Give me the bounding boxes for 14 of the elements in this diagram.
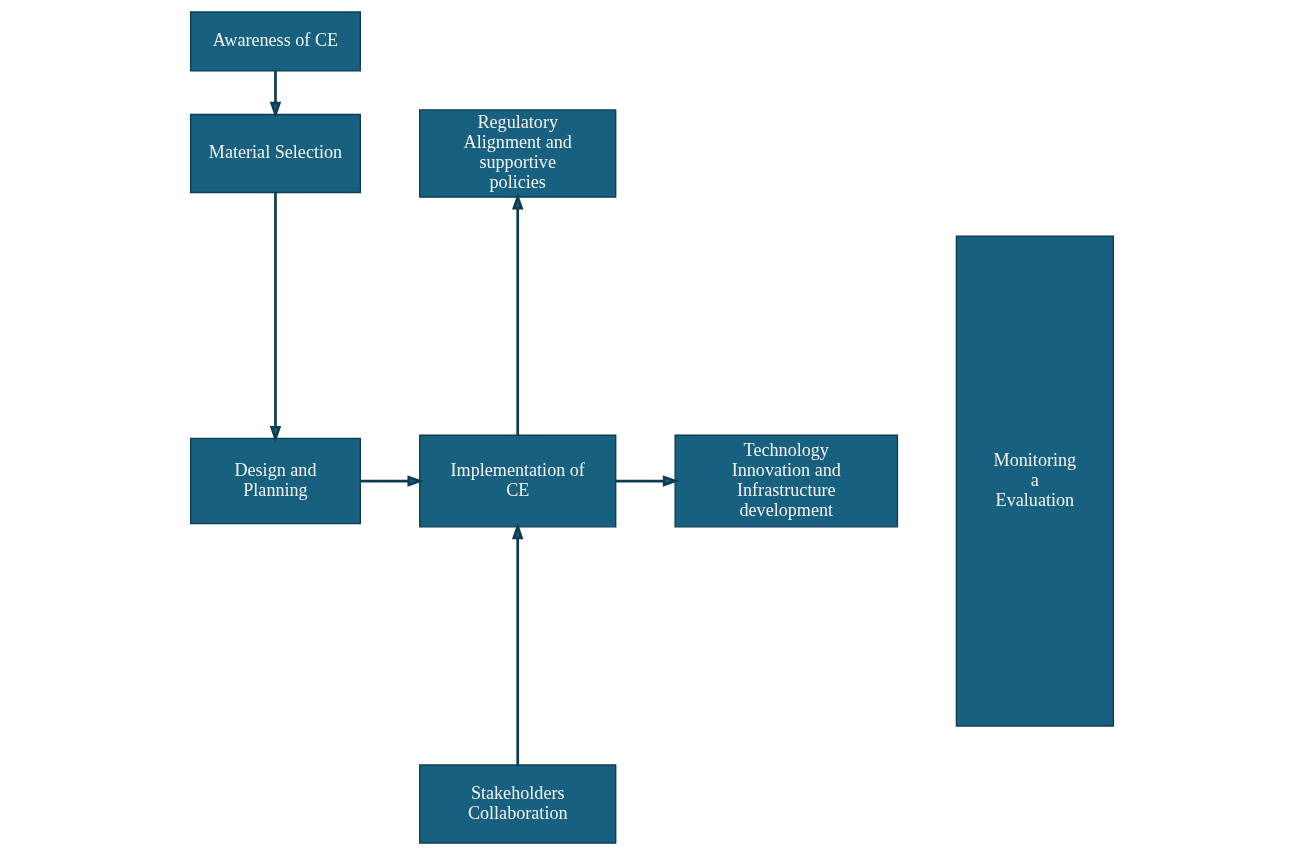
node-box: Technology Innovation and Infrastructure development [674, 434, 899, 528]
arrow [615, 475, 680, 487]
node-box: Design and Planning [189, 437, 361, 525]
arrow [512, 522, 524, 765]
arrow [269, 71, 282, 119]
node-box: Monitoring a Evaluation [955, 235, 1115, 727]
node-box: Material Selection [189, 113, 361, 194]
node-box: Stakeholders Collaboration [419, 764, 617, 844]
node-box: Awareness of CE [189, 11, 361, 72]
node-box: Regulatory Alignment and supportive policies [419, 109, 617, 198]
arrow [512, 193, 524, 435]
arrow [269, 192, 282, 443]
node-box: Implementation of CE [419, 434, 617, 528]
arrow [360, 475, 424, 487]
